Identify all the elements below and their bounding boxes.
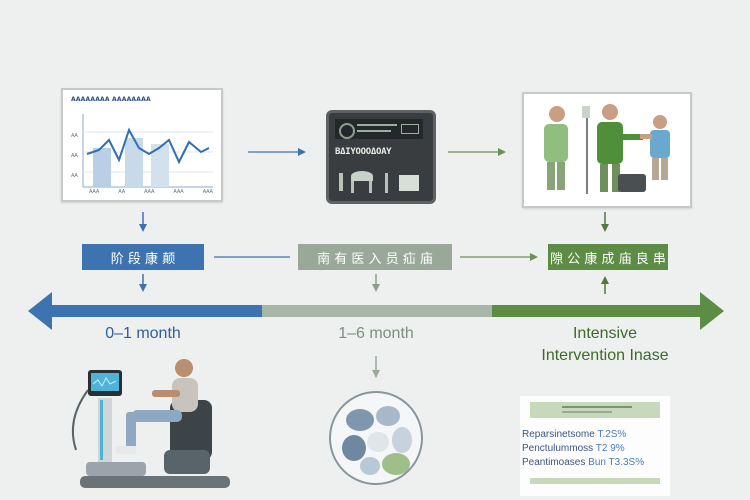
monitor-screen-text: ΒΔΙΥΟΟΟΔΟΑΥ — [335, 147, 392, 157]
stage-label-1: 阶 段 康 颠 — [82, 244, 204, 270]
chart-bar — [151, 144, 169, 187]
arrow-down-icon — [139, 284, 147, 292]
arrow-down-icon — [372, 284, 380, 292]
arrow-down-icon — [601, 224, 609, 232]
phase-3-text-line1: Intensive — [572, 325, 638, 342]
chart-y-ticks: ΑΑ ΑΑ ΑΑ — [71, 133, 78, 179]
metrics-report: Reparsinetsome T.2S% Penctulummoss T2 9%… — [520, 396, 670, 496]
phase-2-text: 1–6 month — [338, 325, 414, 342]
metric-row-3: Peantimoases Bun T3.3S% — [522, 457, 645, 468]
arrow-up-icon — [601, 276, 609, 284]
family-figures-illustration — [544, 104, 670, 194]
chart-title: ΑΑΑΑΑΑΑΑ ΑΑΑΑΑΑΑΑ — [71, 96, 151, 103]
phase-1-text: 0–1 month — [105, 325, 181, 342]
arrow-down-icon — [139, 224, 147, 232]
stage-label-3: 隙 公 康 成 庙 良 串 — [548, 244, 668, 270]
metric-row-1: Reparsinetsome T.2S% — [522, 429, 627, 440]
arrow-head-icon — [498, 148, 506, 156]
arrow-head-icon — [530, 253, 538, 261]
line-chart — [82, 114, 213, 188]
timeline-segment-blue — [46, 305, 262, 317]
rehab-bike-illustration — [71, 359, 230, 488]
chart-line — [86, 127, 210, 165]
timeline-segment-green — [492, 305, 704, 317]
arrow-head-icon — [298, 148, 306, 156]
chart-x-ticks: ΑΑΑ ΑΑ ΑΑΑ ΑΑΑ ΑΑΑ — [89, 189, 213, 195]
report-header-bar — [530, 402, 660, 418]
arrow-down-icon — [372, 370, 380, 378]
chart-bar — [93, 148, 111, 187]
monitor-indicator-icon — [339, 123, 355, 139]
stage-label-2: 南 有 医 入 员 疝 庙 — [298, 244, 452, 270]
phase-3-text-line2: Intervention Inase — [541, 347, 669, 364]
chart-panel: ΑΑΑΑΑΑΑΑ ΑΑΑΑΑΑΑΑ ΑΑ ΑΑ ΑΑ ΑΑΑ ΑΑ ΑΑΑ ΑΑ… — [61, 88, 223, 202]
patient-family-panel — [522, 92, 692, 208]
timeline-right-arrow-icon — [700, 292, 724, 330]
cell-cluster-illustration — [329, 391, 423, 485]
timeline-segment-gray — [262, 305, 492, 317]
timeline-left-arrow-icon — [28, 292, 52, 330]
medical-monitor: ΒΔΙΥΟΟΟΔΟΑΥ — [326, 110, 436, 204]
top-arrows — [139, 148, 609, 261]
metric-row-2: Penctulummoss T2 9% — [522, 443, 625, 454]
chart-bar — [125, 138, 143, 187]
